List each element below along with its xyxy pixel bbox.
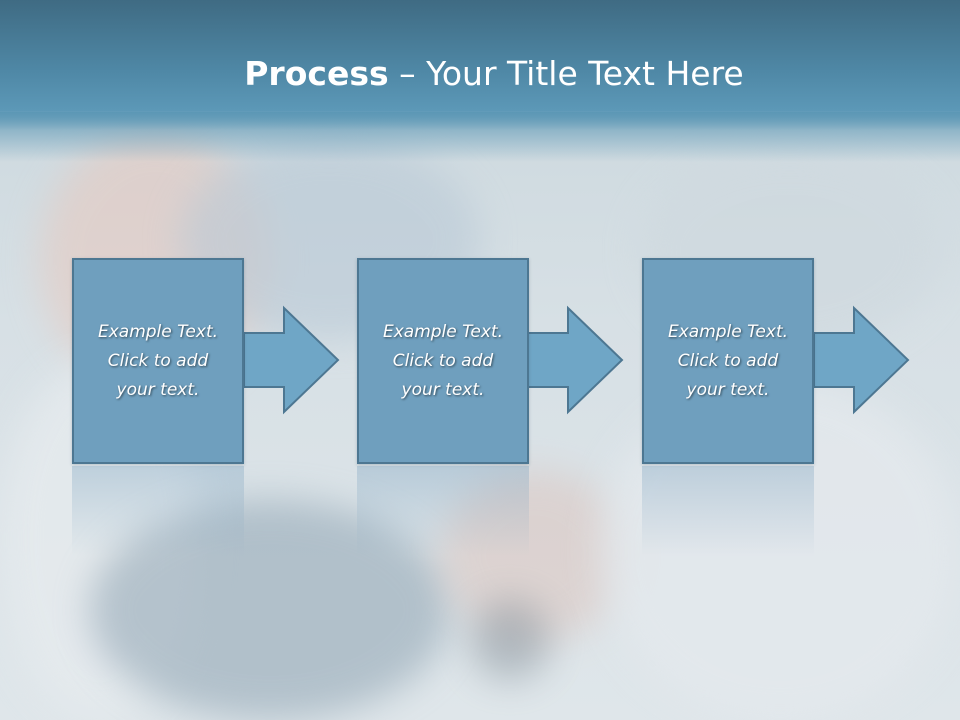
arrow-right-icon: [243, 305, 340, 415]
step-text-3: Example Text. Click to add your text.: [660, 318, 796, 405]
step-reflection-3: [642, 466, 814, 556]
page-title[interactable]: Process – Your Title Text Here: [0, 52, 960, 96]
arrow-right-icon: [813, 305, 910, 415]
step-text-1: Example Text. Click to add your text.: [90, 318, 226, 405]
step-box-1[interactable]: Example Text. Click to add your text.: [72, 258, 244, 464]
step-line: your text.: [686, 379, 770, 400]
step-reflection-1: [72, 466, 244, 556]
step-text-2: Example Text. Click to add your text.: [375, 318, 511, 405]
step-line: Click to add: [392, 350, 494, 371]
step-line: Click to add: [107, 350, 209, 371]
step-line: Example Text.: [97, 321, 219, 342]
title-rest: – Your Title Text Here: [388, 54, 744, 93]
step-line: Example Text.: [382, 321, 504, 342]
arrow-right-icon: [527, 305, 624, 415]
title-bar-fade: [0, 112, 960, 162]
step-line: your text.: [116, 379, 200, 400]
title-bar: [0, 0, 960, 130]
step-line: your text.: [401, 379, 485, 400]
step-box-3[interactable]: Example Text. Click to add your text.: [642, 258, 814, 464]
title-bold: Process: [244, 54, 389, 93]
step-line: Example Text.: [667, 321, 789, 342]
step-reflection-2: [357, 466, 529, 556]
step-line: Click to add: [677, 350, 779, 371]
step-box-2[interactable]: Example Text. Click to add your text.: [357, 258, 529, 464]
